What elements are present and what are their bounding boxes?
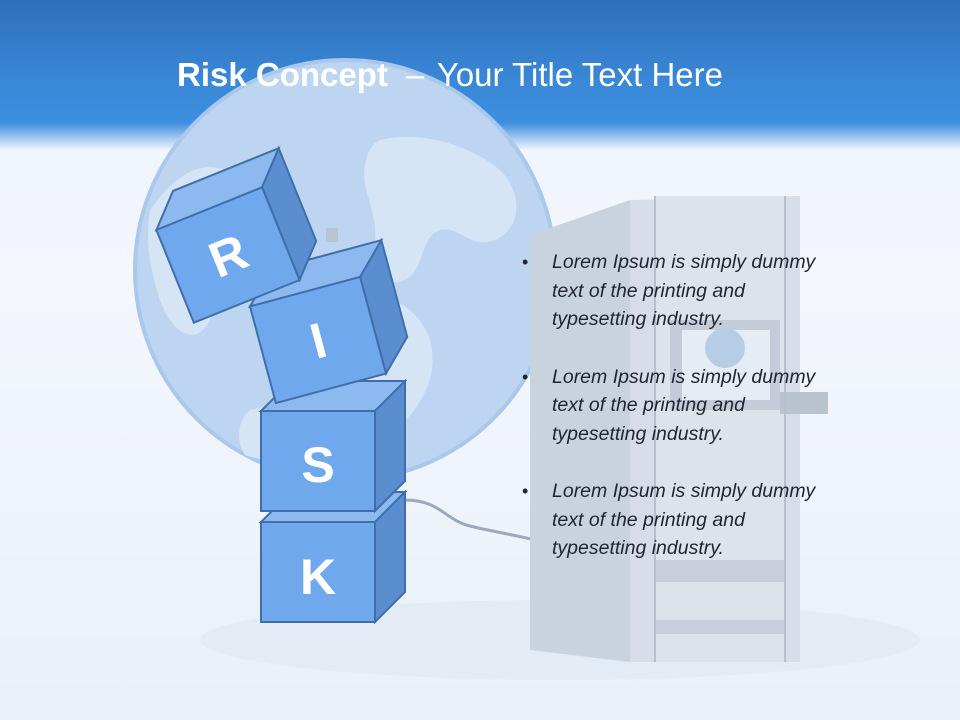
bullet-icon: •	[522, 366, 529, 387]
block-front	[260, 410, 376, 512]
block-letter-s: S	[301, 437, 334, 493]
title-bold-part: Risk Concept	[177, 56, 388, 93]
list-item: • Lorem Ipsum is simply dummy text of th…	[520, 248, 840, 334]
title-separator: –	[405, 56, 425, 93]
slide-title: Risk Concept– Your Title Text Here	[177, 52, 723, 98]
risk-block-i: I	[247, 237, 409, 405]
title-rest-part: Your Title Text Here	[436, 56, 723, 93]
risk-block-k: K	[258, 489, 408, 625]
list-item: • Lorem Ipsum is simply dummy text of th…	[520, 477, 840, 563]
atm-machine-icon	[530, 196, 828, 662]
risk-block-r: R	[154, 145, 318, 325]
bullet-icon: •	[522, 481, 529, 501]
bullet-list: • Lorem Ipsum is simply dummy text of th…	[520, 248, 840, 592]
cable	[404, 498, 536, 542]
bullet-text: Lorem Ipsum is simply dummy text of the …	[552, 480, 816, 559]
bullet-icon: •	[522, 252, 529, 272]
block-front	[155, 185, 301, 325]
cable-plug	[326, 228, 338, 242]
block-front	[260, 521, 376, 623]
bullet-text: Lorem Ipsum is simply dummy text of the …	[552, 365, 816, 445]
bullet-text: Lorem Ipsum is simply dummy text of the …	[552, 251, 816, 330]
block-letter-k: K	[300, 549, 336, 605]
block-front	[248, 275, 388, 405]
list-item: • Lorem Ipsum is simply dummy text of th…	[520, 363, 840, 449]
